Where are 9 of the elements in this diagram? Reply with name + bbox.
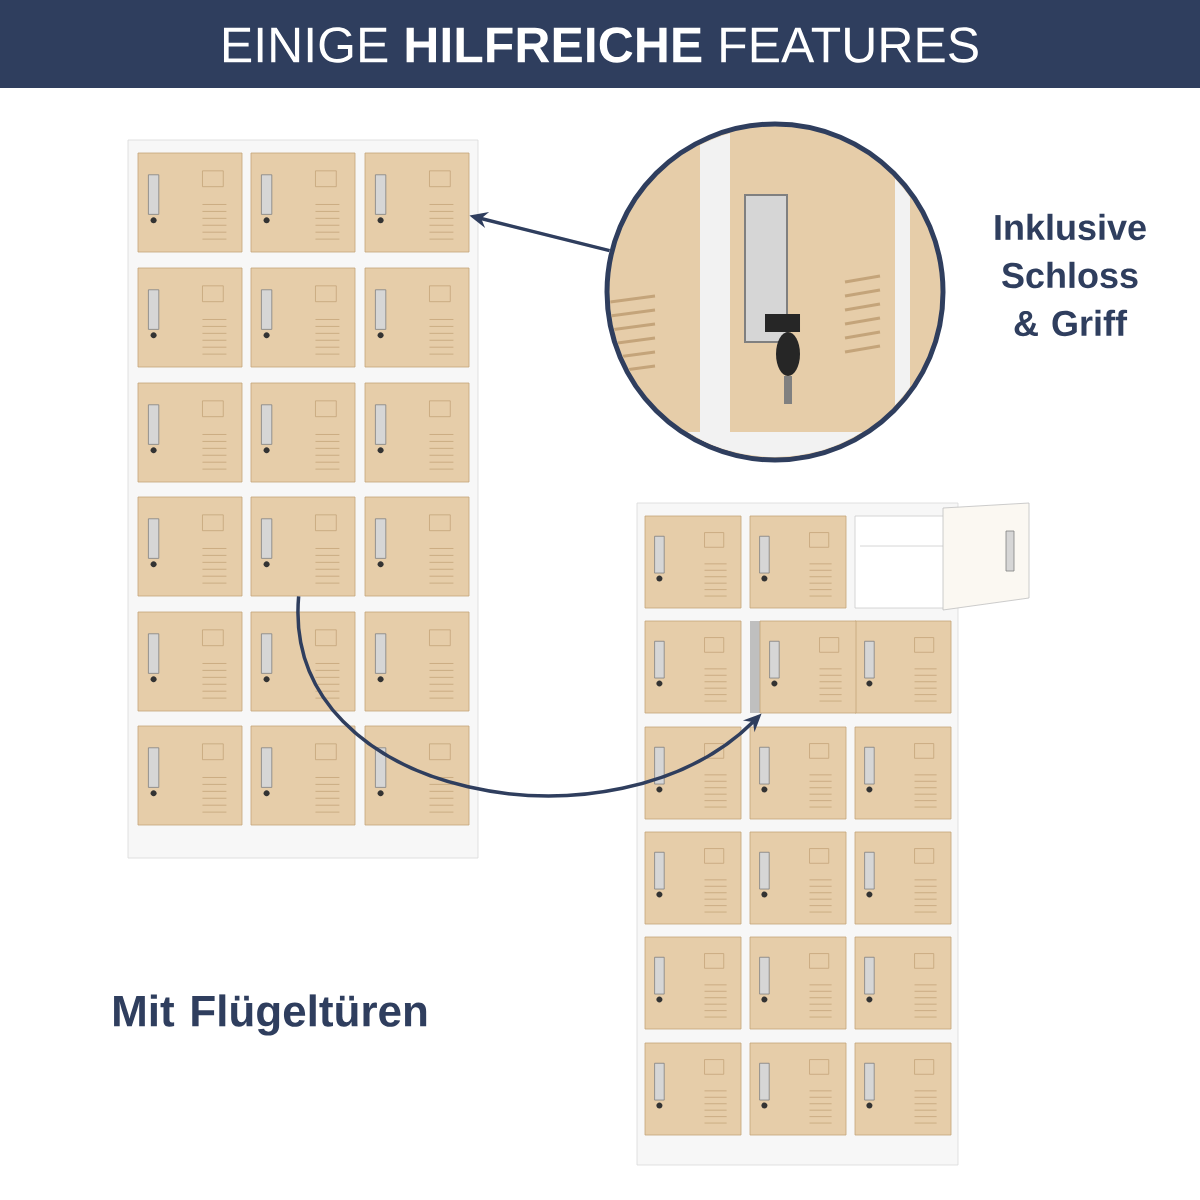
feature-label: Mit Flügeltüren (114, 994, 427, 1036)
lock-closeup-drawing (604, 121, 946, 463)
locker-door (750, 620, 857, 714)
locker-cabinet-drawing (127, 139, 479, 859)
locker-cabinet-drawing (636, 502, 1030, 1166)
locker-door (250, 496, 356, 597)
locker-door (364, 152, 470, 253)
feature-label: Inklusive Schloss & Griff (995, 213, 1146, 337)
title-banner: EINIGE HILFREICHE FEATURES (0, 0, 1200, 88)
